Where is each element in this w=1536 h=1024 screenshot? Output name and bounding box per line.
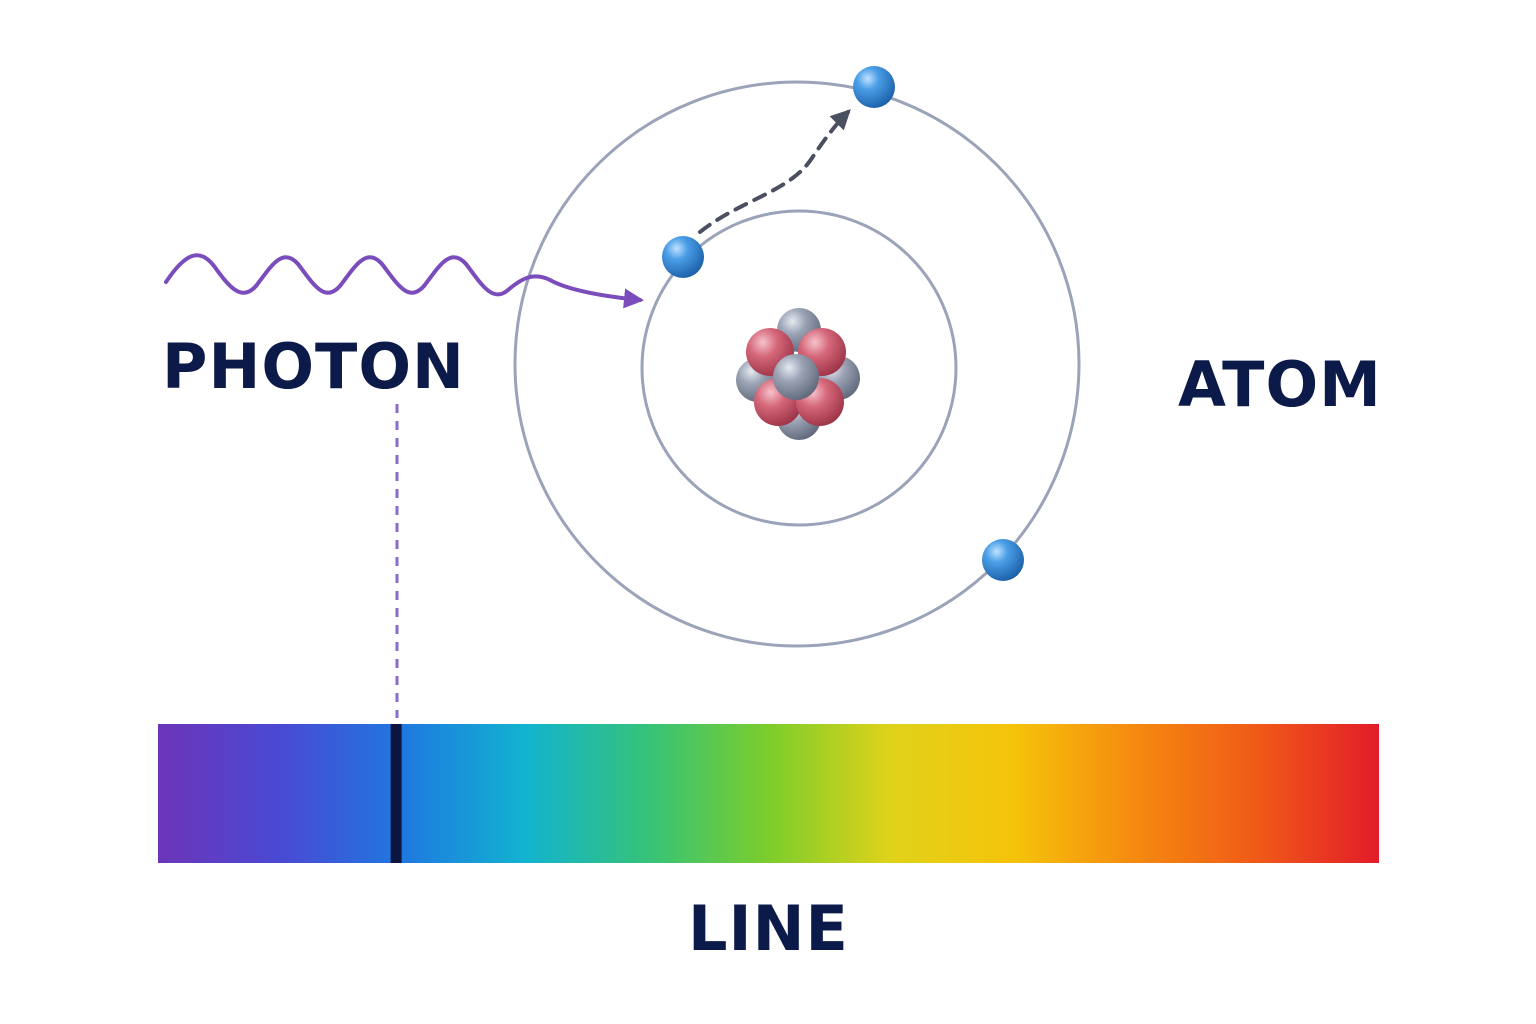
outer-orbit bbox=[513, 80, 1081, 648]
electron-inner-orbit bbox=[662, 236, 704, 278]
photon-wave-icon bbox=[164, 253, 644, 309]
spectrum-bar bbox=[158, 724, 1379, 863]
electron-excited bbox=[853, 66, 895, 108]
nucleus-icon bbox=[736, 308, 860, 440]
inner-orbit bbox=[640, 209, 958, 527]
line-label: LINE bbox=[688, 892, 849, 965]
neutron bbox=[773, 354, 819, 400]
photon-label: PHOTON bbox=[162, 330, 465, 403]
electron-jump-arrow-icon bbox=[698, 109, 851, 234]
absorption-line bbox=[390, 724, 402, 863]
atom-label: ATOM bbox=[1178, 348, 1382, 421]
electron-outer-orbit bbox=[982, 539, 1024, 581]
